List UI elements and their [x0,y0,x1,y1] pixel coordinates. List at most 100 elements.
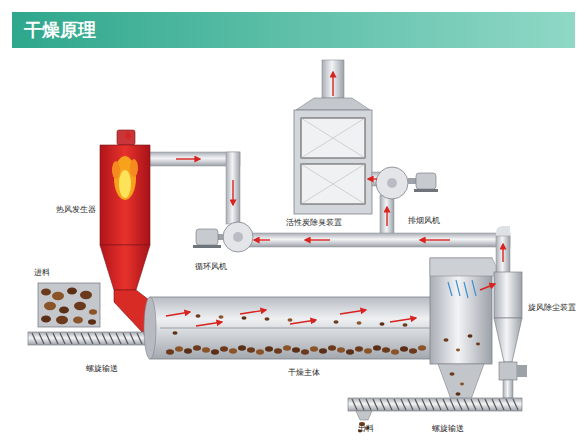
air-flow-arrows [502,244,503,262]
screw-flight [443,399,448,410]
cyclone [503,380,513,398]
air-flow-arrows [127,132,128,140]
title-band [12,12,575,48]
material [175,346,183,352]
material [247,347,255,353]
title-band [12,12,575,48]
screw-flight [506,399,511,410]
material [382,347,390,353]
settling-chamber [444,334,481,396]
screw-flight [485,399,490,410]
air-flow-arrow [240,310,266,314]
equipment-label: 热风发生器 [56,205,96,215]
material [328,345,336,351]
equipment-label: 螺旋输送 [432,424,464,434]
screw-flight [394,399,399,410]
settling-chamber [438,364,484,402]
return-pipe [240,226,510,276]
material [242,316,247,320]
material [173,331,178,335]
circulating-fan [218,234,224,240]
hot-air-generator [119,170,131,198]
material [41,289,51,296]
screw-flight [67,333,72,344]
hot-air-generator [100,145,150,245]
screw-flight [415,399,420,410]
material [418,345,426,351]
hot-air-generator [130,159,138,177]
material [319,348,327,354]
air-flow-arrow [390,318,416,322]
equipment-label: 旋风除尘装置 [528,303,576,313]
carbon-deodorizer [301,164,365,204]
air-flow-arrow [340,310,366,314]
material [202,347,210,353]
material [44,302,56,310]
feed-hopper [38,283,100,327]
title: 干燥原理 [24,19,96,41]
material [88,319,96,325]
material [283,345,291,351]
material [288,318,293,322]
carbon-deodorizer [294,110,372,214]
exhaust-fan [387,178,397,188]
material [238,345,246,351]
discharge-screw [352,399,518,410]
hot-air-generator [100,245,150,290]
material [355,346,363,352]
screw-flight [471,399,476,410]
screw-flight [401,399,406,410]
material [52,292,64,300]
screw-flight [359,399,364,410]
air-flow-arrows [232,180,233,205]
air-flow-arrows [480,284,495,290]
settling-chamber [456,280,460,296]
hot-air-generator [112,161,120,179]
feed-hopper [38,283,100,327]
exhaust-fan [376,167,408,199]
screw-flight [123,333,128,344]
circulating-fan [223,222,253,252]
settling-chamber [472,280,476,296]
air-flow-arrows [420,239,450,240]
discharge-screw [348,398,522,411]
material [89,309,97,315]
screw-flight [46,333,51,344]
equipment-label: 螺旋输送 [86,364,118,374]
top-pipe [226,152,240,224]
screw-flight [422,399,427,410]
material [468,334,473,338]
screw-flight [130,333,135,344]
screw-flight [137,333,142,344]
carbon-deodorizer [294,60,372,214]
screw-flight [109,333,114,344]
cyclone [494,272,522,318]
feed-hopper [41,288,97,325]
screw-flight [74,333,79,344]
carbon-deodorizer [301,118,365,158]
screw-flight [478,399,483,410]
equipment-label: 进料 [34,268,50,278]
hot-air-generator [117,130,135,145]
carbon-deodorizer [301,118,365,158]
screw-flight [492,399,497,410]
material [450,372,455,376]
material [364,348,372,354]
top-pipe [148,152,240,224]
material [409,348,417,354]
return-pipe [240,233,510,247]
screw-flight [380,399,385,410]
exhaust-fan [380,195,394,237]
screw-flight [457,399,462,410]
material [456,392,461,396]
circulating-fan [193,222,253,252]
screw-flight [39,333,44,344]
material [400,346,408,352]
screw-flight [513,399,518,410]
screw-flight [352,399,357,410]
material [73,317,83,324]
equipment-label: 干燥主体 [288,368,320,378]
dryer-drum [166,314,426,355]
material [265,317,270,321]
